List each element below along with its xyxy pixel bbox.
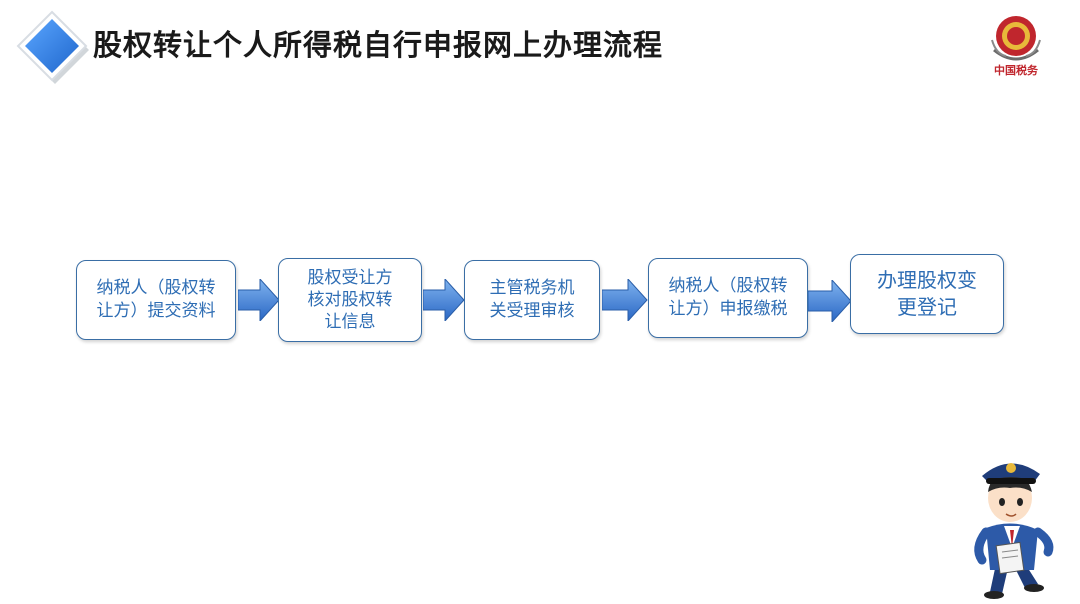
step-declare-pay-tax: 纳税人（股权转 让方）申报缴税 xyxy=(648,258,808,338)
step-line: 更登记 xyxy=(897,295,957,319)
tax-emblem-icon xyxy=(988,10,1044,80)
step-transferee-verify: 股权受让方 核对股权转 让信息 xyxy=(278,258,422,342)
arrow-right-icon xyxy=(602,279,648,321)
arrow-right-icon xyxy=(808,280,852,322)
step-line: 让方）申报缴税 xyxy=(668,299,788,319)
diamond-bullet-icon xyxy=(12,6,92,86)
step-line: 股权受让方 xyxy=(307,268,393,288)
step-equity-change-registration: 办理股权变 更登记 xyxy=(850,254,1004,334)
step-line: 关受理审核 xyxy=(489,301,575,321)
emblem-text: 中国税务 xyxy=(994,64,1038,77)
step-line: 办理股权变 xyxy=(877,268,977,292)
arrow-right-icon xyxy=(423,279,465,321)
step-submit-materials: 纳税人（股权转 让方）提交资料 xyxy=(76,260,236,340)
step-line: 纳税人（股权转 xyxy=(96,278,216,298)
step-tax-authority-review: 主管税务机 关受理审核 xyxy=(464,260,600,340)
step-line: 核对股权转 xyxy=(307,290,393,310)
page-title: 股权转让个人所得税自行申报网上办理流程 xyxy=(93,28,664,62)
step-line: 纳税人（股权转 xyxy=(668,276,788,296)
step-line: 让方）提交资料 xyxy=(96,301,216,321)
step-line: 主管税务机 xyxy=(489,278,575,298)
step-line: 让信息 xyxy=(324,312,376,332)
tax-officer-illustration xyxy=(968,452,1058,600)
arrow-right-icon xyxy=(238,279,280,321)
